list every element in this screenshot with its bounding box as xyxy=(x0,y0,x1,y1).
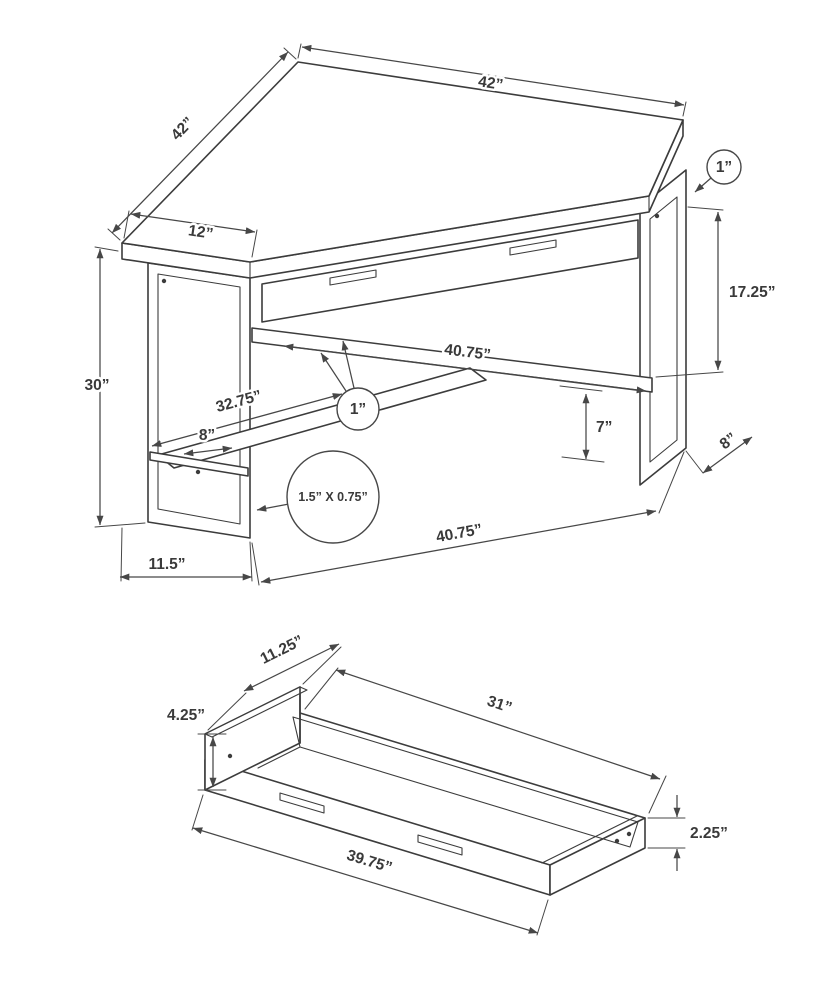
dimension-line xyxy=(183,445,233,457)
extension-lines xyxy=(304,667,667,814)
callout-circle xyxy=(286,450,380,544)
dim-11-25-label: 11.25” xyxy=(258,632,306,667)
desktop-corner-ticks xyxy=(249,195,650,279)
leader-line xyxy=(320,352,347,392)
callout-tube-size-label: 1.5” X 0.75” xyxy=(298,490,368,504)
dim-31: 31” xyxy=(304,667,667,814)
callout-tube-size: 1.5” X 0.75” xyxy=(256,450,380,544)
dimension-line xyxy=(335,669,661,780)
dimension-line xyxy=(192,827,539,934)
extension-lines xyxy=(94,246,146,528)
drawer-right-end xyxy=(549,817,646,896)
right-leg-inner xyxy=(649,196,678,463)
screw-dot xyxy=(626,831,632,837)
dim-8-right-label: 8” xyxy=(717,430,740,453)
leader-line xyxy=(341,340,355,389)
leader-line xyxy=(694,177,712,193)
dim-30: 30” xyxy=(82,246,146,528)
drawer-handle-right xyxy=(509,239,557,256)
dimension-line xyxy=(260,509,657,584)
drawer-box xyxy=(204,686,646,896)
desk-side-shelf xyxy=(149,451,249,477)
extension-lines xyxy=(685,450,704,474)
callout-circle xyxy=(706,149,742,185)
dim-4-25-label: 4.25” xyxy=(167,707,205,724)
dim-7: 7” xyxy=(559,385,615,463)
desk-hardware-dots xyxy=(161,213,660,475)
extension-lines xyxy=(559,385,605,463)
dim-40-75-bottom-label: 40.75” xyxy=(435,521,484,546)
figure-desk: 42” 42” 12” 17.25” 30” 40.7 xyxy=(82,43,778,586)
drawer-handle-slot-left xyxy=(279,792,325,814)
dimension-line xyxy=(151,393,343,447)
leader-line xyxy=(256,503,290,512)
dimension-line xyxy=(702,436,753,474)
extension-lines xyxy=(297,43,687,117)
extension-lines xyxy=(251,451,685,586)
extension-lines xyxy=(191,794,549,936)
drawer-front-wall xyxy=(204,759,551,896)
extension-lines xyxy=(107,47,297,241)
dim-12-label: 12” xyxy=(187,222,214,242)
extension-lines xyxy=(647,817,686,849)
dim-7-label: 7” xyxy=(596,419,612,436)
dimension-line xyxy=(130,211,256,235)
screw-dot xyxy=(161,278,167,284)
dimension-line xyxy=(243,643,340,692)
desk-right-leg xyxy=(639,169,687,486)
dim-11-5-label: 11.5” xyxy=(148,556,185,573)
screw-dot xyxy=(654,213,660,219)
screw-dot xyxy=(195,469,201,475)
dimension-line xyxy=(111,51,289,234)
screw-dot xyxy=(614,838,620,844)
dim-30-label: 30” xyxy=(85,377,110,394)
dimension-line xyxy=(301,44,685,108)
dim-8-left: 8” xyxy=(183,425,233,457)
screw-dot xyxy=(227,753,233,759)
dim-17-25: 17.25” xyxy=(655,206,778,378)
callout-1-top: 1” xyxy=(694,149,742,193)
dim-42-top: 42” xyxy=(297,43,687,117)
dim-11-5: 11.5” xyxy=(119,527,253,582)
dim-17-25-label: 17.25” xyxy=(729,284,776,301)
callout-1-top-label: 1” xyxy=(716,159,732,176)
callout-1-mid-label: 1” xyxy=(350,401,366,418)
extension-lines xyxy=(197,733,227,791)
extension-lines xyxy=(655,206,724,378)
dim-2-25-label: 2.25” xyxy=(690,825,728,842)
dim-2-25: 2.25” xyxy=(647,795,730,871)
dim-39-75-label: 39.75” xyxy=(345,847,394,877)
dim-8-right: 8” xyxy=(685,427,753,474)
dimension-line xyxy=(283,343,647,394)
callout-circle xyxy=(336,387,380,431)
dim-4-25: 4.25” xyxy=(165,705,227,791)
drawer-handle-left xyxy=(329,269,377,286)
callout-1-mid: 1” xyxy=(320,340,380,431)
drawer-rim-lines xyxy=(299,686,646,819)
desk-drawer-front xyxy=(261,219,639,323)
dim-8-left-label: 8” xyxy=(199,427,215,444)
figure-drawer: 4.25” 11.25” 31” 2.25” 39.75” xyxy=(165,630,730,936)
dim-31-label: 31” xyxy=(485,693,514,717)
extension-lines xyxy=(123,210,258,258)
dim-42-left-label: 42” xyxy=(168,114,198,144)
